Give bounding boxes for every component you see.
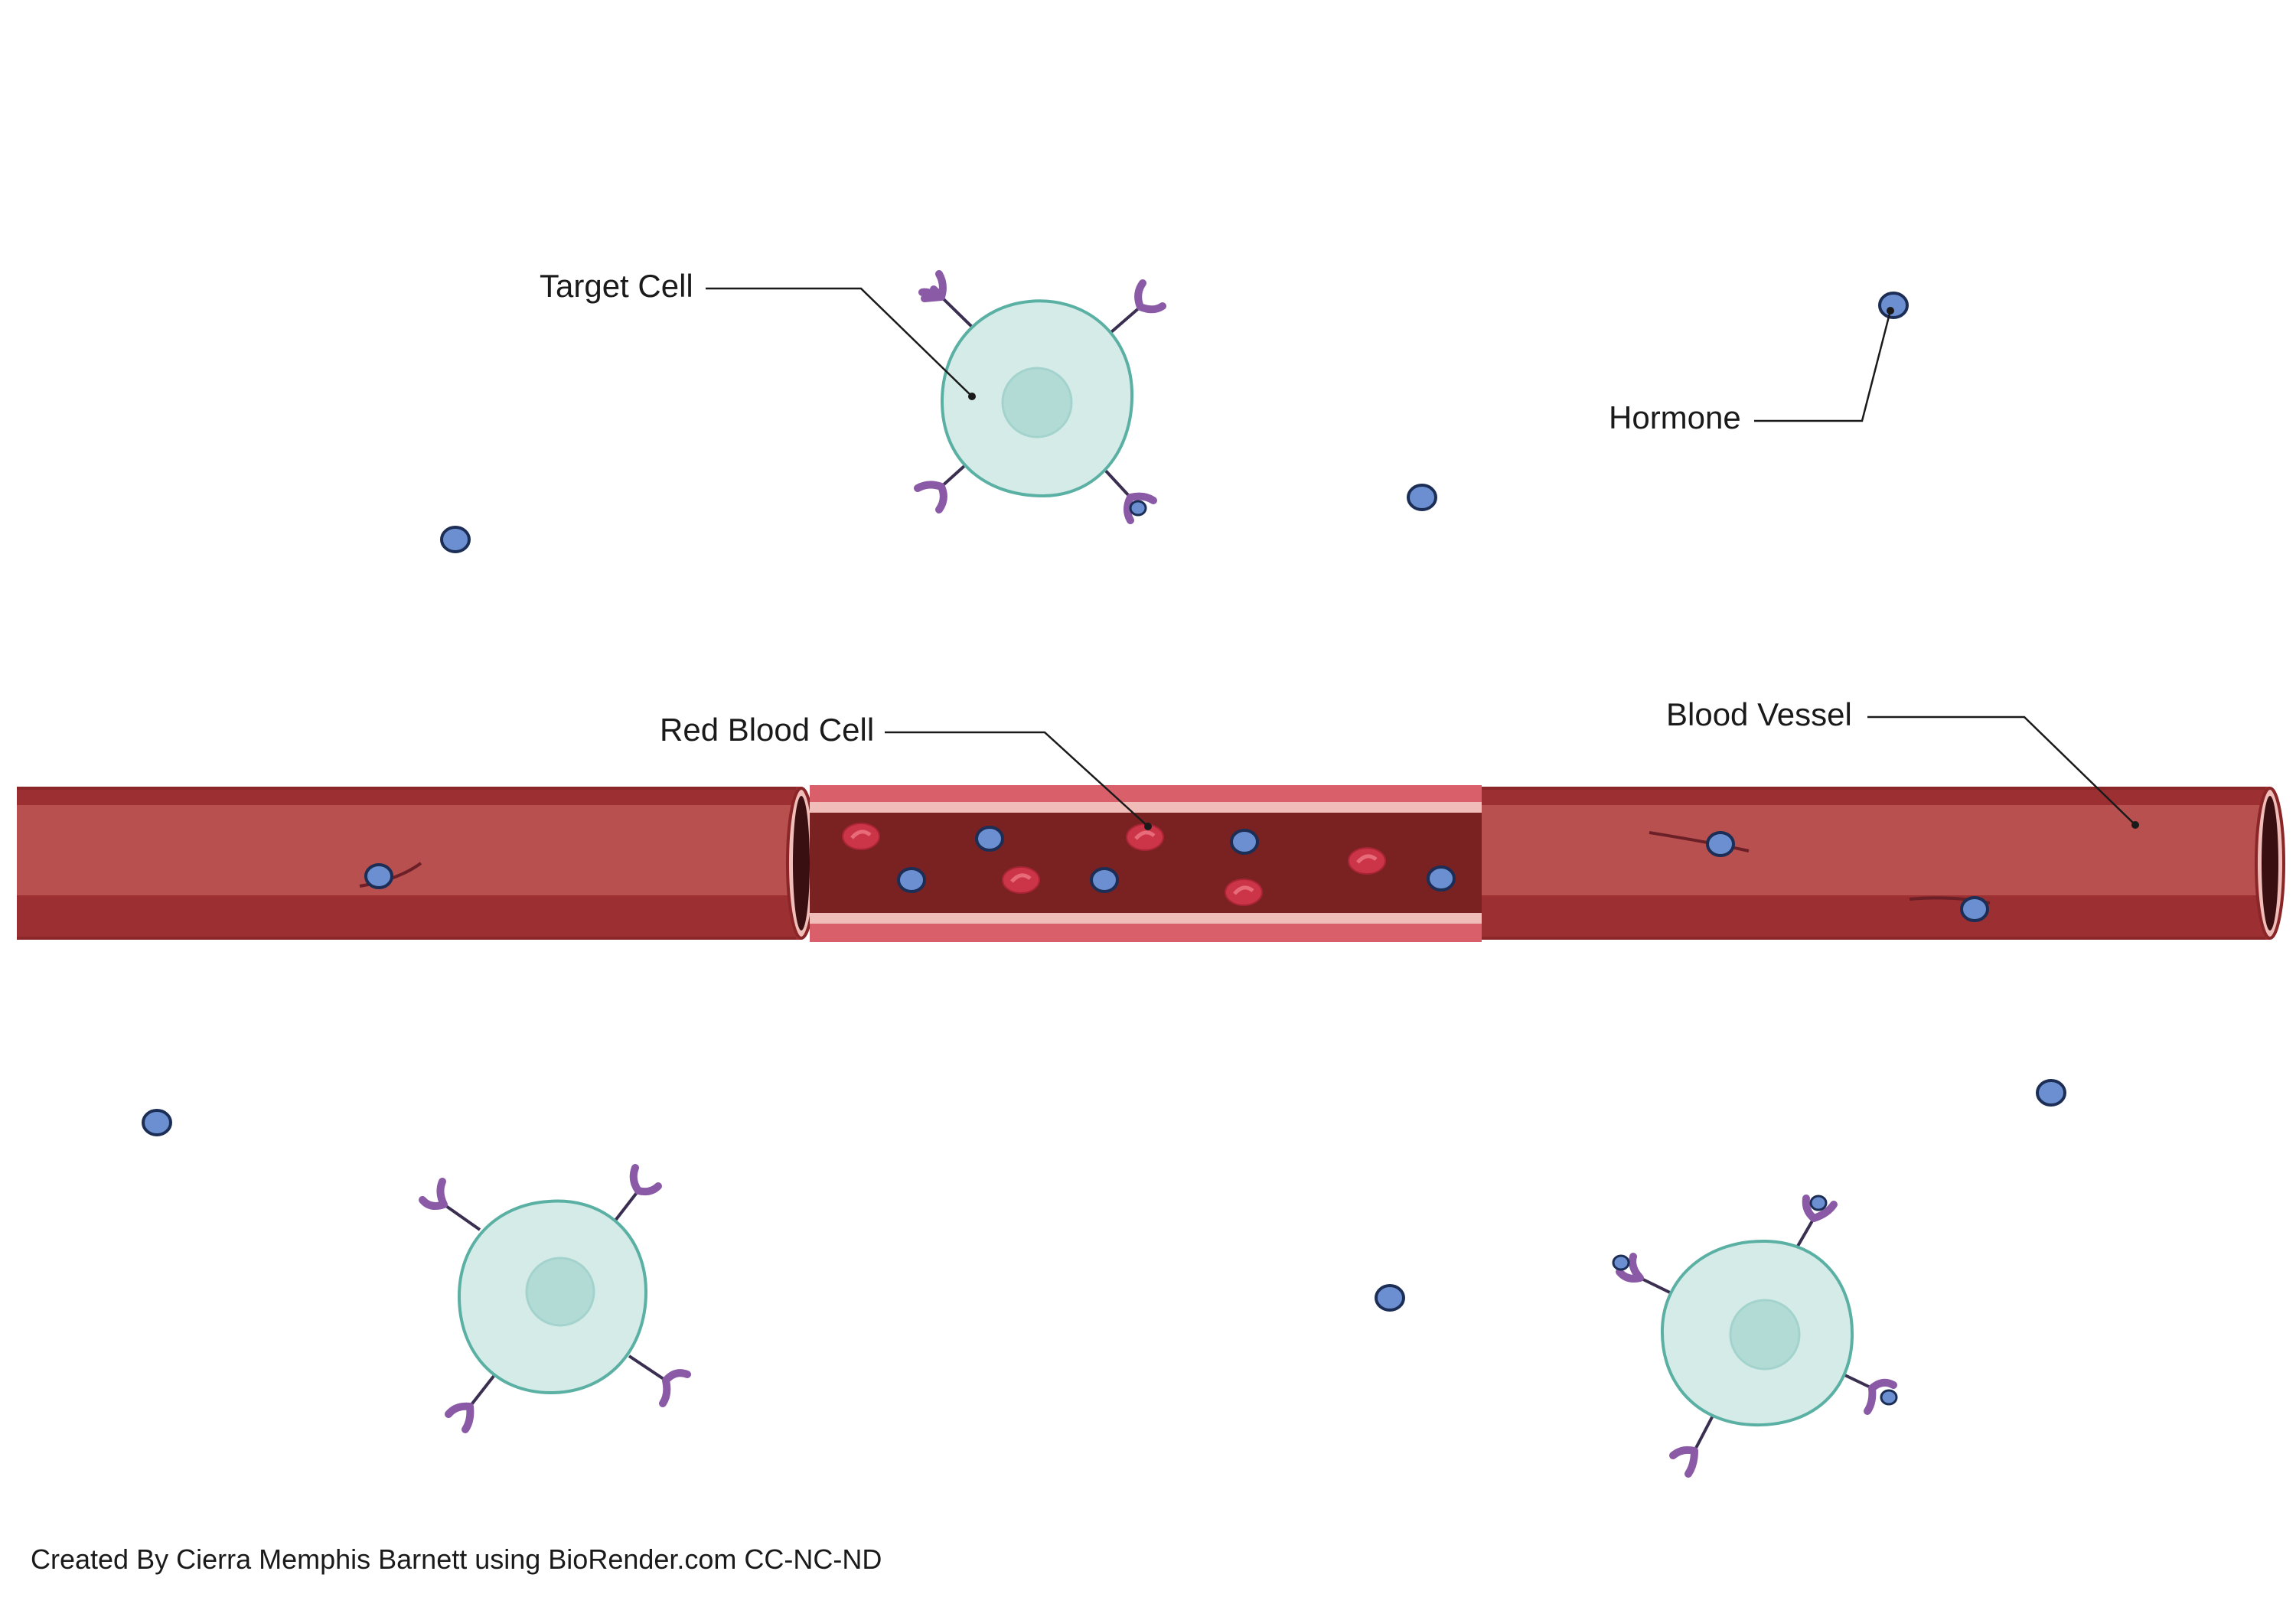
receptor — [1134, 279, 1166, 314]
vessel-right-segment — [1482, 787, 2285, 940]
hormone — [1230, 829, 1259, 855]
leader-line-blood-vessel — [1867, 715, 2136, 826]
leader-line-hormone — [1754, 310, 1892, 422]
label-target-cell: Target Cell — [540, 268, 693, 304]
receptor-bound — [1802, 1195, 1838, 1222]
receptor-bound — [1864, 1378, 1897, 1415]
blood-vessel — [17, 785, 2285, 942]
hormone-bound — [1612, 1254, 1630, 1271]
hormone — [440, 526, 471, 553]
hormone — [897, 867, 926, 893]
nucleus — [1729, 1299, 1801, 1371]
hormone-exiting-vessel — [1909, 896, 1991, 922]
hormone-exiting-vessel — [1649, 831, 1750, 857]
label-red-blood-cell: Red Blood Cell — [660, 712, 874, 748]
credit-text: Created By Cierra Memphis Barnett using … — [31, 1543, 882, 1575]
target-cell — [1612, 1195, 1898, 1478]
receptor — [419, 1178, 448, 1210]
receptor — [914, 481, 947, 513]
target-cell — [419, 1164, 691, 1433]
hormone-bound — [1809, 1195, 1828, 1211]
hormone — [1878, 292, 1909, 319]
receptor — [445, 1402, 475, 1433]
vessel-left-segment — [17, 787, 817, 940]
hormone — [975, 826, 1004, 852]
red-blood-cells — [842, 823, 1386, 906]
hormone — [1407, 484, 1437, 511]
receptor — [918, 270, 947, 302]
red-blood-cell — [1348, 847, 1386, 875]
hormone — [1090, 867, 1119, 893]
hormone-bound — [1880, 1389, 1898, 1406]
red-blood-cell — [1225, 878, 1263, 906]
receptor — [1669, 1446, 1698, 1478]
leader-dots — [968, 307, 2139, 830]
hormone — [1375, 1284, 1405, 1312]
label-blood-vessel: Blood Vessel — [1666, 696, 1852, 732]
nucleus — [1001, 367, 1073, 438]
red-blood-cell — [842, 823, 880, 850]
hormone — [142, 1109, 172, 1136]
red-blood-cell — [1002, 866, 1040, 894]
hormone — [1427, 865, 1456, 892]
leader-lines — [706, 287, 2136, 827]
hormones — [142, 292, 2066, 1312]
red-blood-cell — [1126, 823, 1164, 851]
hormone-bound — [1129, 500, 1147, 517]
nucleus — [525, 1257, 595, 1327]
target-cell — [914, 270, 1166, 524]
hormone-exiting-vessel — [359, 862, 422, 889]
receptor-bound — [1616, 1253, 1644, 1283]
hormone — [2036, 1079, 2066, 1107]
receptor — [629, 1164, 662, 1196]
receptor-bound — [1124, 492, 1157, 524]
receptor — [659, 1369, 691, 1407]
label-hormone: Hormone — [1609, 399, 1741, 435]
leader-line-red-blood-cell — [885, 731, 1149, 827]
leader-line-target-cell — [706, 287, 973, 397]
receptor-stalks — [442, 1189, 667, 1408]
